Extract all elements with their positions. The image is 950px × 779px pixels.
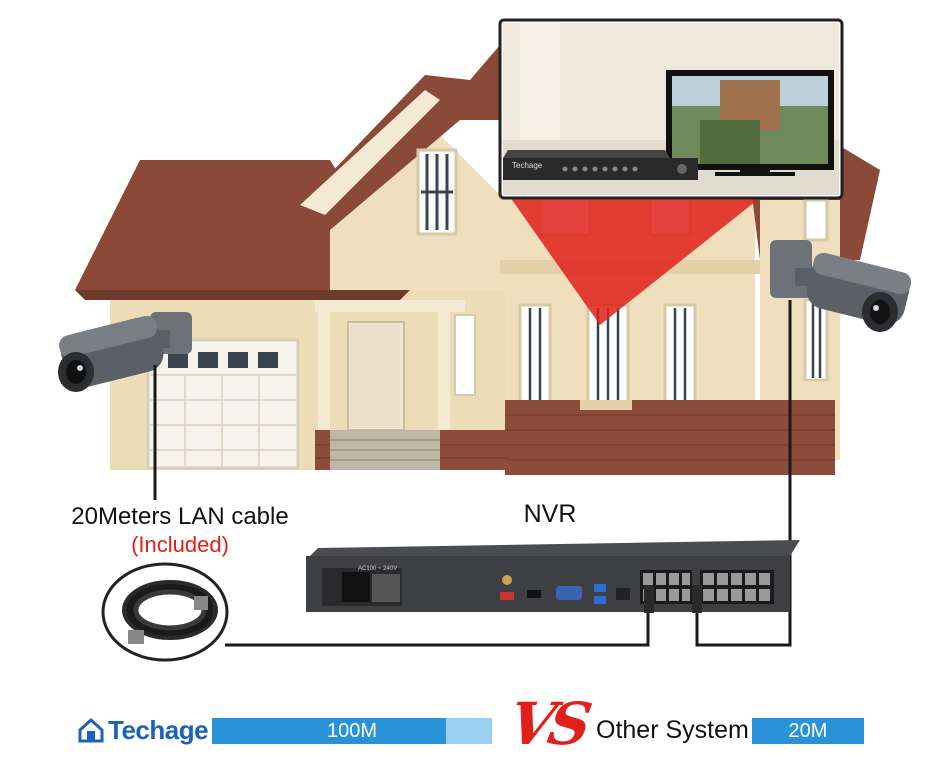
techage-brand: Techage bbox=[78, 714, 209, 746]
inset-brand-label: Techage bbox=[512, 161, 543, 170]
techage-speed-bar: 100M bbox=[212, 718, 492, 744]
lan-cable-icon bbox=[101, 562, 229, 662]
vs-label: VS bbox=[504, 690, 591, 758]
lan-cable-label: 20Meters LAN cable bbox=[71, 503, 289, 530]
nvr-device-icon: AC100 ~ 240V bbox=[306, 540, 800, 613]
camera-icon bbox=[58, 315, 164, 392]
camera-left bbox=[58, 312, 192, 392]
other-system-label: Other System bbox=[596, 716, 749, 744]
camera-right bbox=[770, 240, 912, 332]
brand-name: Techage bbox=[108, 714, 209, 745]
cables bbox=[153, 300, 792, 647]
monitor-inset: Techage bbox=[498, 18, 844, 200]
monitor-icon bbox=[666, 70, 834, 176]
nvr-label: NVR bbox=[523, 500, 577, 528]
techage-speed-value: 100M bbox=[326, 719, 378, 742]
nvr-box-inset: Techage bbox=[503, 150, 698, 180]
other-speed-bar: 20M bbox=[752, 718, 864, 744]
other-speed-value: 20M bbox=[788, 719, 828, 742]
nvr-power-label: AC100 ~ 240V bbox=[358, 566, 397, 572]
house-logo-icon bbox=[78, 717, 104, 743]
view-cone bbox=[505, 190, 770, 325]
included-label: (Included) bbox=[131, 532, 229, 557]
